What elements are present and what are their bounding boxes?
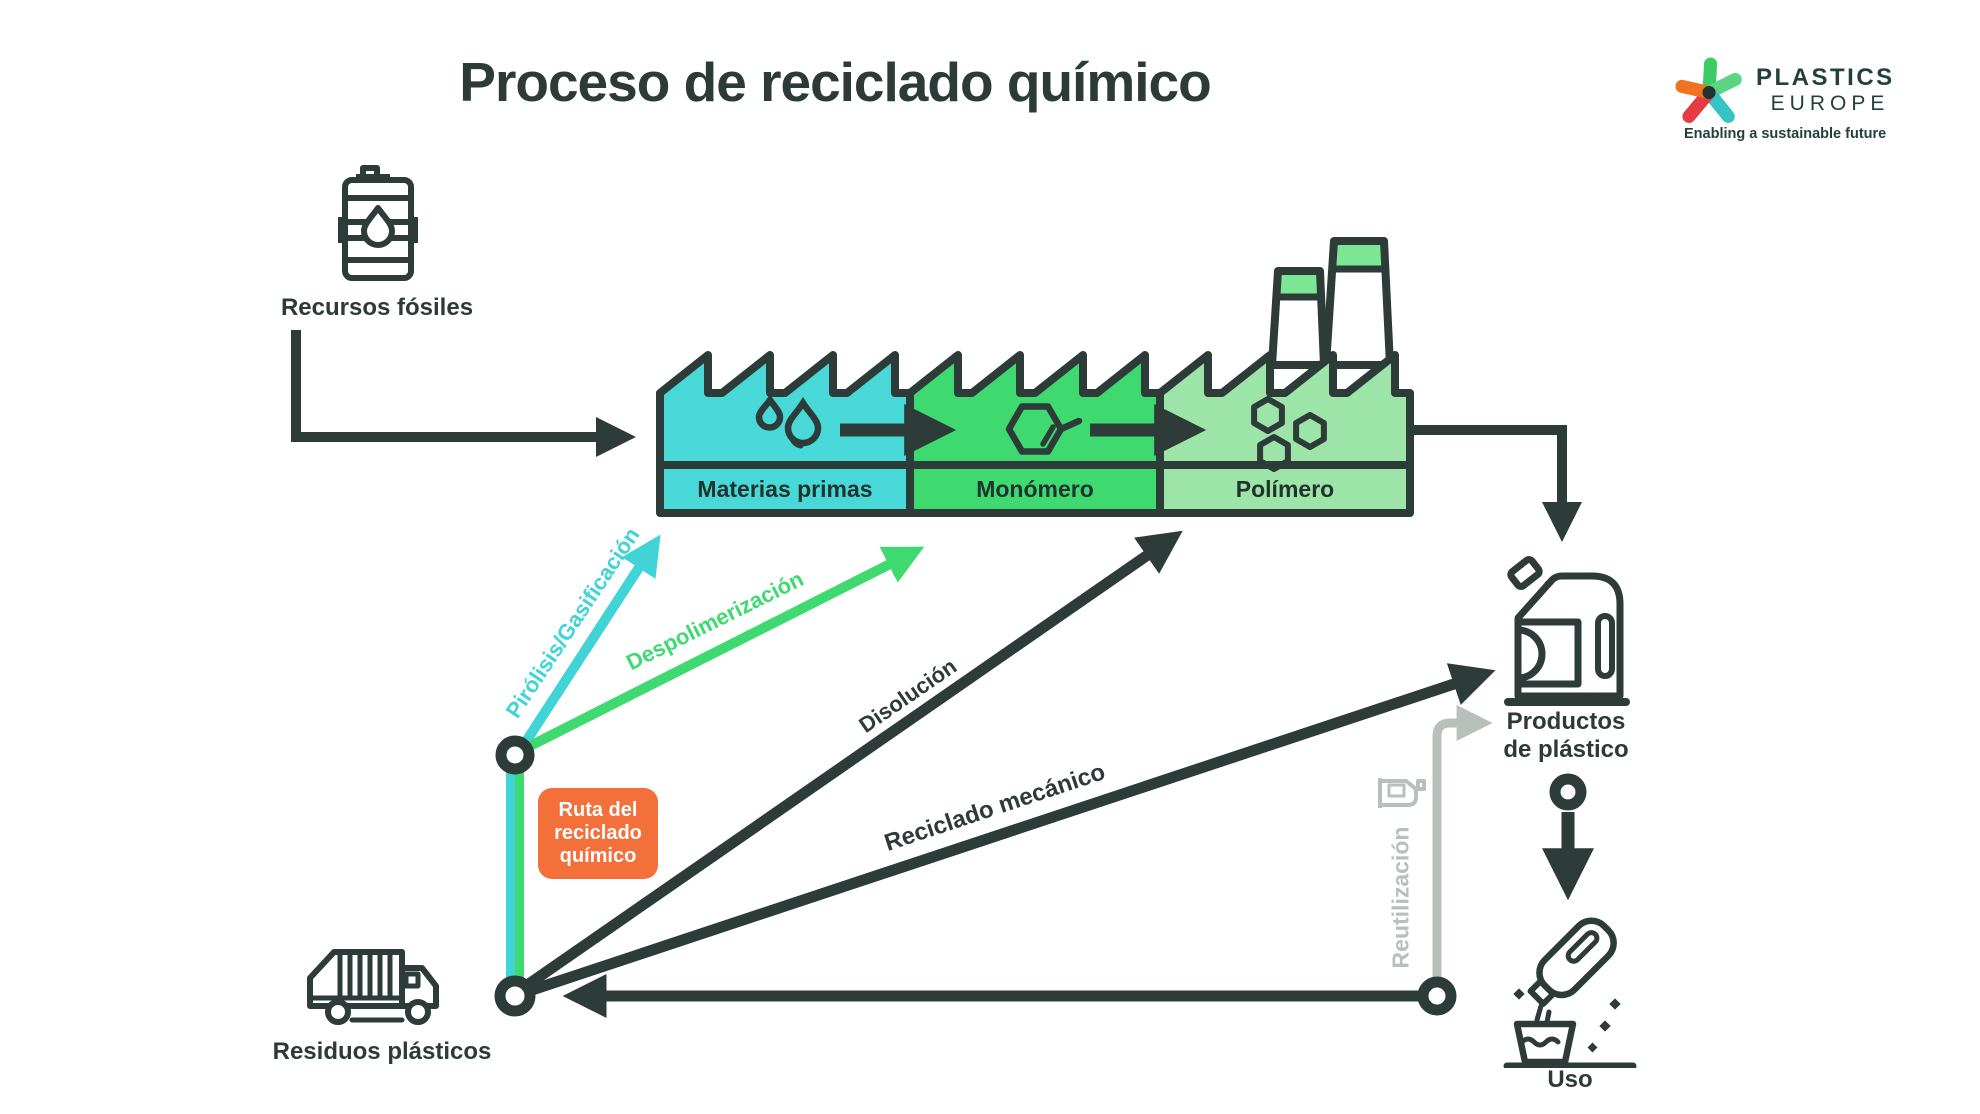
polymer-hexagons-icon [1251,396,1327,472]
badge-line2: reciclado [554,822,642,844]
star-center-dot [1702,85,1716,100]
arrow-polymer-to-products [1412,425,1582,542]
bottle-label [1514,618,1582,688]
detergent-bottle-icon [1504,556,1630,706]
sparkles [1513,988,1621,1053]
pour-stream-1 [1534,1003,1544,1023]
bottle-slot [1595,613,1615,679]
benzene-double-bond [1040,424,1056,447]
oil-droplet [361,205,395,248]
chemical-route-badge: Ruta del reciclado químico [538,788,658,879]
logo-brand-line1: PLASTICS [1756,64,1895,91]
badge-line1: Ruta del [558,799,638,821]
benzene-bond [1057,417,1083,433]
logo-brand-line2: EUROPE [1770,92,1890,115]
benzene-ring [1005,403,1065,455]
pouring-bottle-icon [1503,917,1637,1068]
raw-materials-label: Materias primas [697,476,872,502]
barrel-tab-right [408,217,418,243]
polymer-hex-1 [1251,396,1285,434]
droplet-shine [789,436,804,449]
tilted-bottle-slot [1565,930,1600,964]
plastic-products-label: Productos de plástico [1490,708,1642,764]
polymer-hex-2 [1293,412,1327,450]
reuse-bottle-cap [1416,779,1426,791]
route-pyrolysis-arrow [518,534,661,751]
cup [1513,1020,1577,1066]
junction-node-use [1417,976,1457,1016]
use-label: Uso [1547,1066,1593,1093]
chimney-tall-cap [1332,241,1386,269]
reuse-bottle-body [1378,779,1418,807]
truck-cargo [307,949,405,1009]
droplets-icon [755,394,822,449]
polymer-hex-3 [1257,434,1291,472]
badge-line3: químico [559,845,637,867]
tilted-bottle-neck [1527,978,1557,1007]
truck-cargo-ribs [337,951,393,999]
junction-node-branch [495,735,535,775]
sparkle-3 [1609,998,1621,1010]
tilted-bottle [1527,917,1617,1007]
route-reuse-arrow [1432,705,1493,978]
factory-section-polymer [1156,351,1414,517]
bottle-label-arc [1514,626,1546,682]
truck-window [403,971,421,989]
truck-wheel-front [405,999,431,1025]
sparkle-2 [1599,1020,1611,1032]
junction-node-waste [494,975,536,1017]
route-depolymerization-arrow [521,546,925,753]
route-dissolution-arrow [517,530,1183,994]
plastic-products-label-line2: de plástico [1503,736,1629,763]
monomer-hexagon-icon [1005,403,1083,455]
logo-tagline: Enabling a sustainable future [1684,126,1887,142]
plastic-products-label-line1: Productos [1506,708,1626,735]
factory-icon: Materias primas Monómero Polímero [656,237,1414,517]
reuse-bottle-label [1387,783,1406,798]
droplet-small [755,394,784,431]
route-mechanical-arrow [517,663,1496,999]
reuse-small-bottle-icon [1378,778,1426,808]
chimney-short-cap [1277,271,1321,297]
sparkle-4 [1587,1042,1598,1053]
truck-wheel-rear [325,999,351,1025]
sparkle-1 [1513,988,1525,1000]
reuse-label: Reutilización [1387,826,1414,969]
fossil-resources-label: Recursos fósiles [280,294,474,321]
pour-stream-2 [1544,1009,1552,1025]
barrel-tab-left [338,217,348,243]
bottle-body [1514,572,1624,700]
polymer-label: Polímero [1236,476,1334,502]
page-title: Proceso de reciclado químico [459,51,1211,113]
oil-barrel-icon [338,165,418,281]
droplet-large [784,396,822,447]
factory-section-raw-materials [656,351,914,517]
star-icon [1675,57,1742,123]
bottle-cap [1507,556,1543,590]
garbage-truck-icon [307,949,439,1025]
plastics-europe-logo: PLASTICS EUROPE Enabling a sustainable f… [1672,46,1912,156]
junction-node-products [1549,773,1587,811]
factory-section-monomer [906,351,1164,517]
monomer-label: Monómero [976,476,1094,502]
arrow-fossil-to-factory [291,330,636,457]
plastic-waste-label: Residuos plásticos [272,1038,492,1065]
cup-liquid-wave [1519,1036,1561,1048]
